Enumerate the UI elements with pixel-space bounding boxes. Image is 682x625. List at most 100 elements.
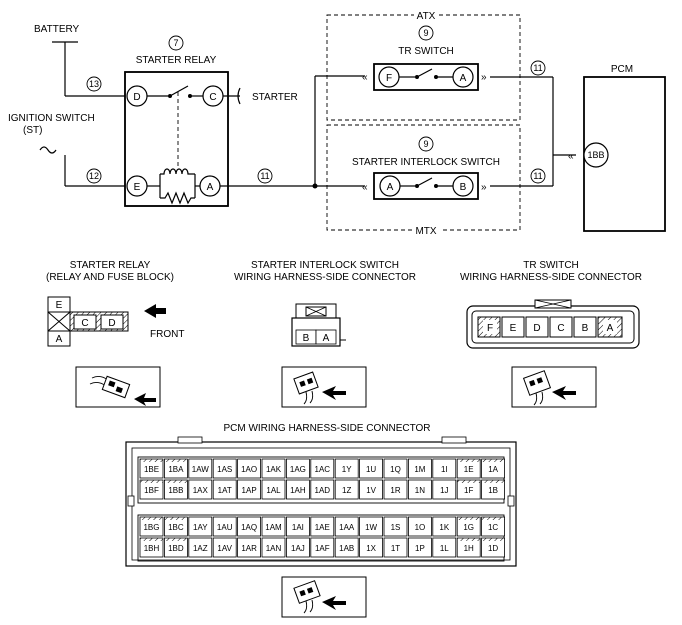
relay-pin-d: D	[108, 318, 115, 329]
interlock-contact-blade	[416, 177, 433, 187]
pcm-pin-hatch	[481, 459, 505, 462]
pcm-label: PCM	[611, 64, 633, 75]
pcm-pin-1w: 1W	[365, 523, 377, 532]
pcm-pin-1ax: 1AX	[193, 486, 209, 495]
pcm-pin-cell	[359, 537, 384, 558]
starter-break-symbol	[237, 87, 241, 105]
pcm-pin-1ay: 1AY	[193, 523, 208, 532]
wire-num-11a: 11	[260, 171, 269, 181]
pcm-pin-cell	[432, 537, 457, 558]
pcm-pin-1bd: 1BD	[168, 544, 184, 553]
pcm-pin-1bg: 1BG	[143, 523, 159, 532]
relay-terminal-c-label: C	[209, 92, 216, 103]
tr-conn-title-2: WIRING HARNESS-SIDE CONNECTOR	[460, 272, 642, 283]
relay-num-circle	[168, 35, 184, 51]
pcm-pin-1c: 1C	[488, 523, 498, 532]
pcm-pin-hatch	[481, 517, 505, 520]
pcm-pin-hatch	[481, 480, 505, 483]
pcm-pin-cell	[212, 479, 237, 500]
tr-conn-title-1: TR SWITCH	[523, 260, 579, 271]
pcm-pin-1h: 1H	[464, 544, 474, 553]
interlock-conn-title-1: STARTER INTERLOCK SWITCH	[251, 260, 399, 271]
pcm-pin-cell	[212, 516, 237, 537]
relay-pin-c: C	[81, 318, 88, 329]
pcm-pin-1g: 1G	[463, 523, 474, 532]
pcm-pin-cell	[261, 537, 286, 558]
pcm-pin-1aq: 1AQ	[241, 523, 257, 532]
pcm-pin-1j: 1J	[440, 486, 448, 495]
wire-num-11b-circle	[530, 60, 546, 76]
relay-terminal-a-label: A	[207, 182, 214, 193]
tr-pin-c: C	[557, 323, 564, 334]
pcm-pin-1bf: 1BF	[144, 486, 159, 495]
pcm-pin-1au: 1AU	[217, 523, 233, 532]
pcm-pin-1aw: 1AW	[192, 465, 209, 474]
interlock-arrow-right: »	[481, 182, 487, 193]
ignition-break-symbol	[39, 146, 57, 154]
wire-num-11b: 11	[533, 63, 542, 73]
front-arrow-icon	[144, 304, 166, 318]
pcm-pin-1as: 1AS	[217, 465, 232, 474]
starter-label: STARTER	[252, 92, 298, 103]
wire-num-11c-circle	[530, 168, 546, 184]
pcm-pin-1b: 1B	[488, 486, 498, 495]
pcm-pin-cell	[359, 516, 384, 537]
tr-arrow-right: »	[481, 72, 487, 83]
pcm-pin-1aa: 1AA	[339, 523, 355, 532]
pcm-pin-1am: 1AM	[265, 523, 282, 532]
wire-num-13-circle	[86, 76, 102, 92]
interlock-pin-a: A	[323, 333, 330, 344]
pcm-pin-hatch	[481, 538, 505, 541]
pcm-pin-1an: 1AN	[266, 544, 282, 553]
pcm-arrow: «	[568, 151, 574, 162]
pcm-pin-1bc: 1BC	[168, 523, 184, 532]
pcm-pin-1q: 1Q	[390, 465, 401, 474]
pcm-pin-cell	[383, 516, 408, 537]
pcm-pin-1ar: 1AR	[241, 544, 257, 553]
tr-switch-box	[373, 63, 479, 91]
pcm-pin-cell	[237, 516, 262, 537]
pcm-pin-cell	[285, 516, 310, 537]
pcm-pin-hatch	[140, 517, 163, 520]
pcm-pin-cell	[310, 479, 335, 500]
pcm-pin-hatch	[140, 459, 163, 462]
interlock-terminal-b-label: B	[460, 182, 467, 193]
pcm-connector-view-icon	[281, 576, 367, 618]
pcm-pin-cell	[359, 458, 384, 479]
relay-conn-title-1: STARTER RELAY	[70, 260, 151, 271]
mtx-label-bg	[412, 224, 440, 236]
pcm-pin-1f: 1F	[464, 486, 473, 495]
pcm-pin-cell	[310, 537, 335, 558]
starter-relay-outline	[124, 71, 229, 207]
pcm-pin-cell	[285, 537, 310, 558]
atx-label: ATX	[417, 11, 436, 22]
pcm-pin-cell	[310, 458, 335, 479]
pcm-pin-1s: 1S	[391, 523, 401, 532]
pcm-pin-1m: 1M	[414, 465, 425, 474]
relay-block-connector: E C D A	[47, 296, 129, 347]
pcm-pin-1y: 1Y	[342, 465, 352, 474]
pcm-pin-cell	[407, 458, 432, 479]
pcm-pin-1ah: 1AH	[290, 486, 306, 495]
tr-pin-e: E	[510, 323, 517, 334]
interlock-connector: B A	[291, 303, 346, 347]
relay-connector-view-icon	[75, 366, 161, 408]
pcm-pin-cell	[383, 458, 408, 479]
tr-pin-f: F	[487, 323, 493, 334]
pcm-pin-1l: 1L	[440, 544, 449, 553]
pcm-pin-cell	[261, 458, 286, 479]
pcm-pin-1d: 1D	[488, 544, 498, 553]
tr-switch-label: TR SWITCH	[398, 46, 454, 57]
pcm-pin-cell	[285, 458, 310, 479]
pcm-pin-cell	[334, 516, 359, 537]
pcm-terminal-1bb-label: 1BB	[587, 150, 604, 160]
atx-box	[326, 14, 521, 121]
pcm-pin-1ac: 1AC	[315, 465, 331, 474]
pcm-pin-cell	[212, 458, 237, 479]
pcm-pin-cell	[237, 537, 262, 558]
pcm-pin-cell	[359, 479, 384, 500]
front-label: FRONT	[150, 329, 184, 340]
pcm-pin-1be: 1BE	[144, 465, 159, 474]
pcm-pin-cell	[261, 479, 286, 500]
